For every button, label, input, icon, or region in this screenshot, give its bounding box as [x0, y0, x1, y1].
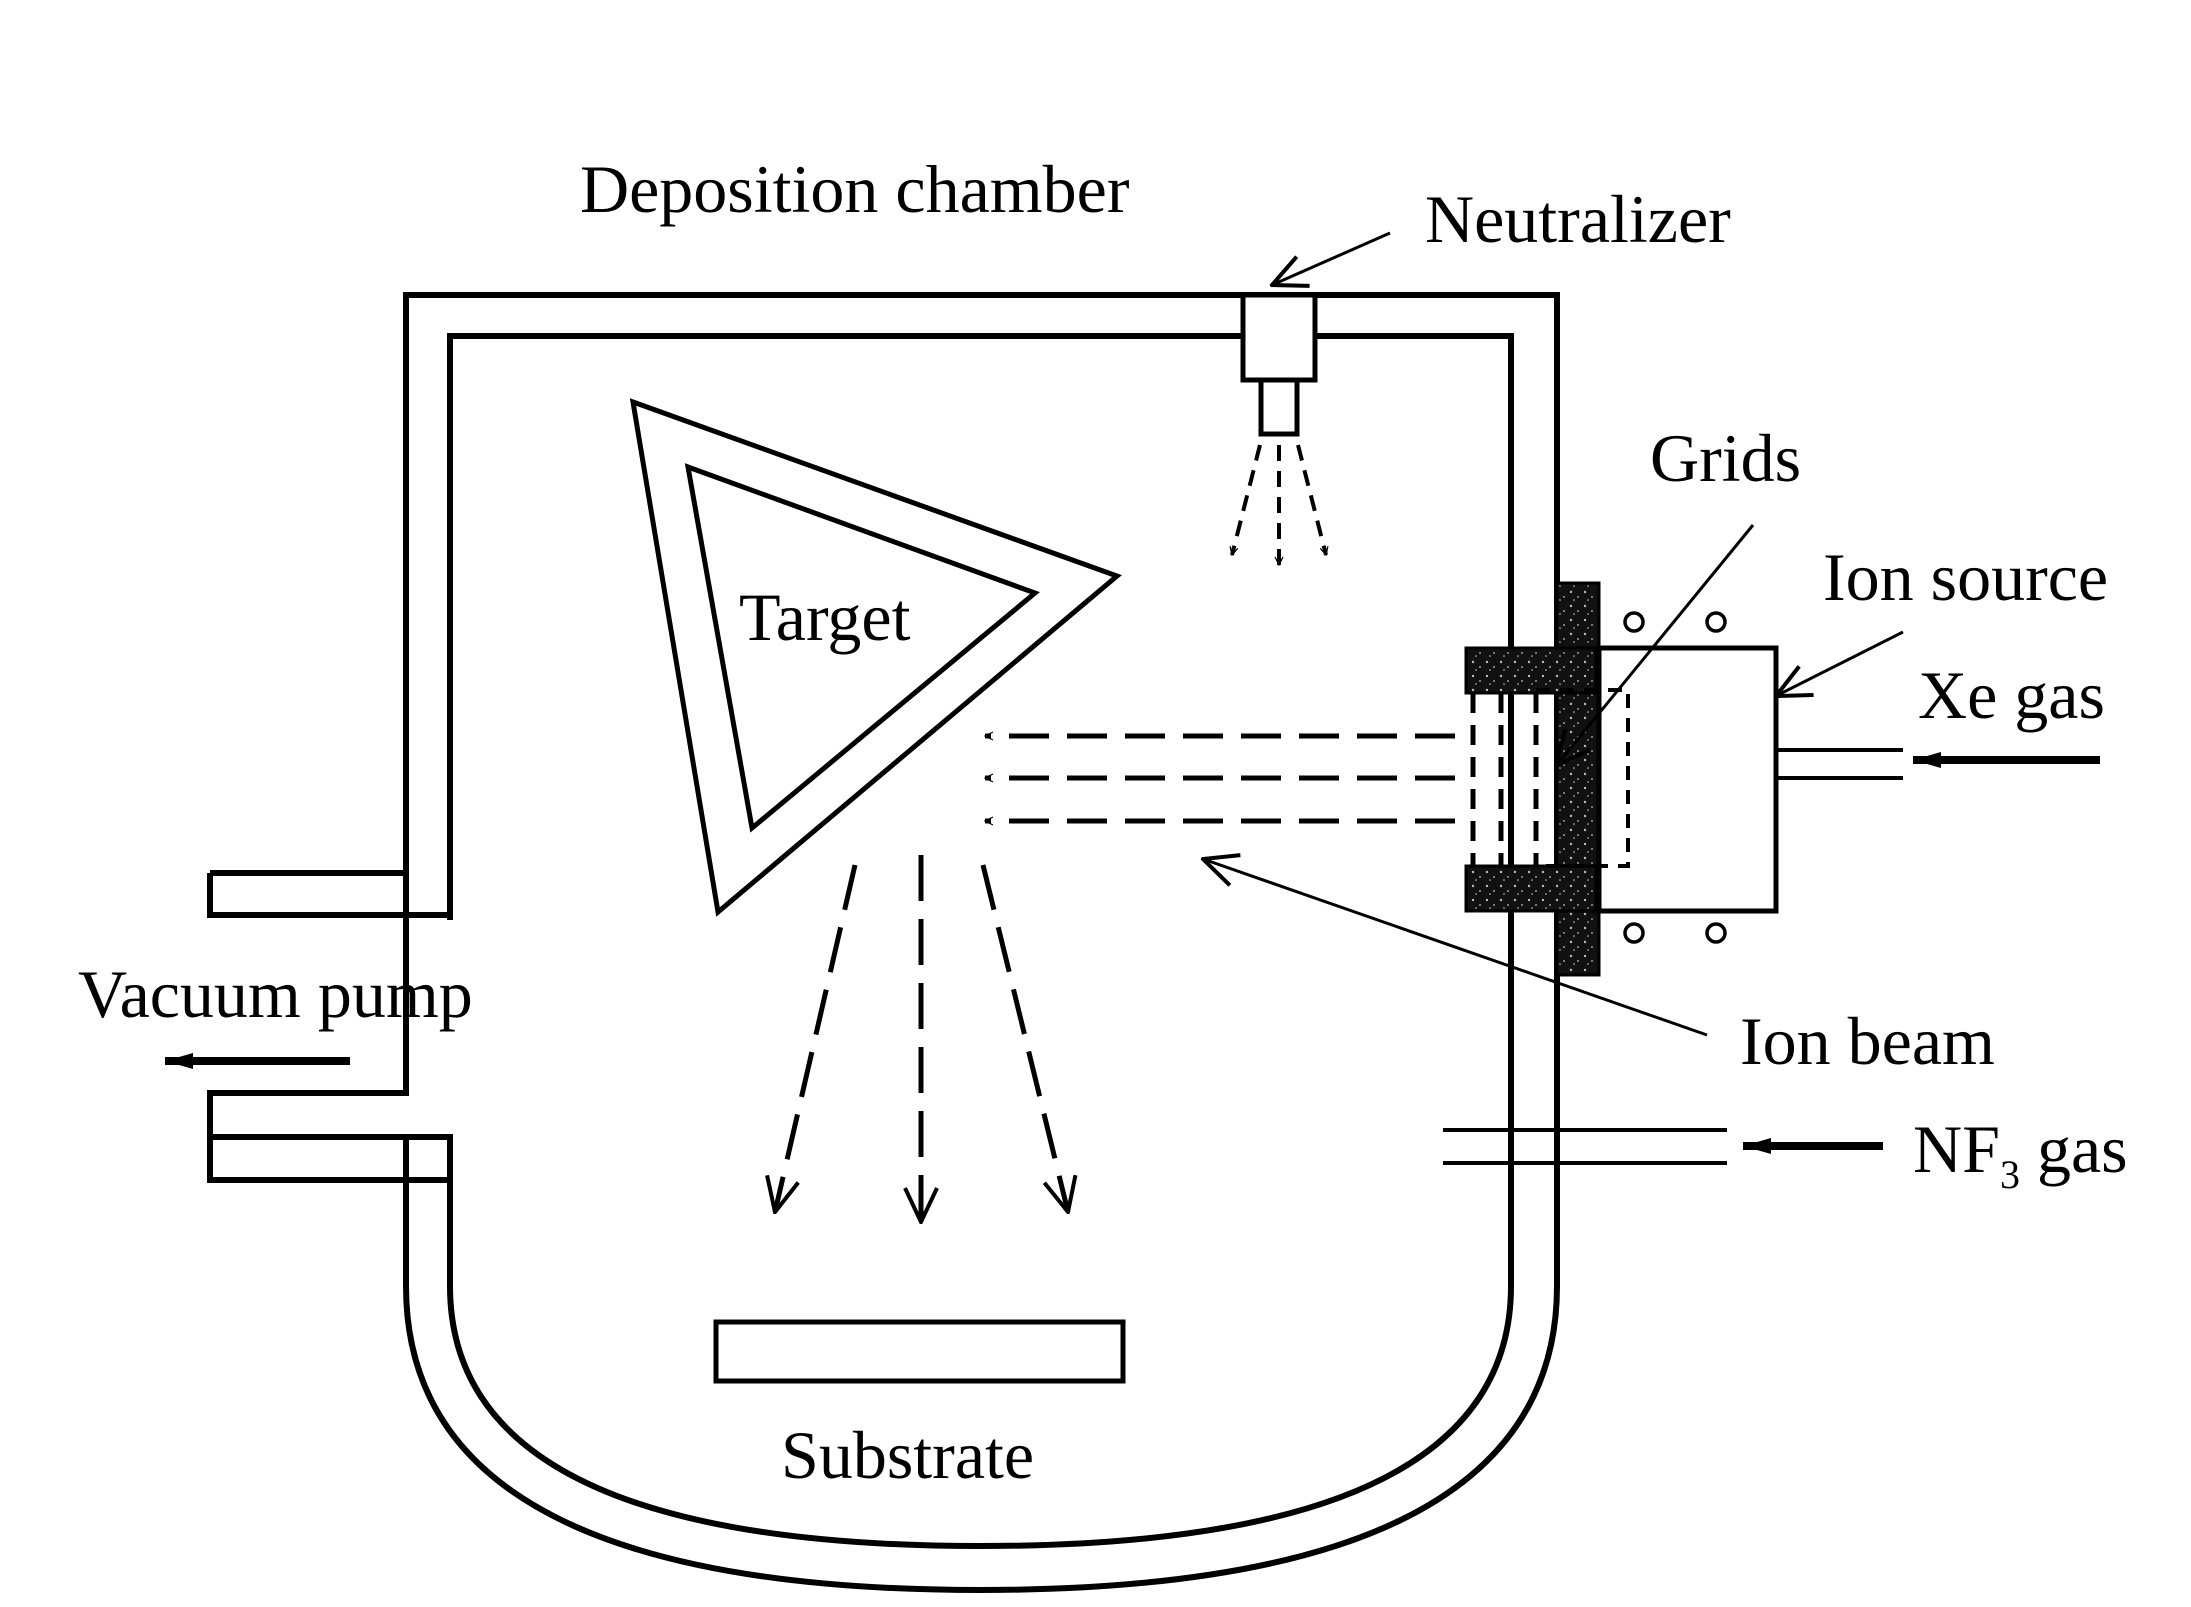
nf3-subscript: 3: [2000, 1152, 2020, 1197]
xe-gas-label: Xe gas: [1918, 657, 2105, 733]
ion-source-label: Ion source: [1823, 539, 2108, 615]
ion-beam-lines: [985, 736, 1455, 821]
chamber-walls: [207, 292, 1560, 1594]
ion-beam-label: Ion beam: [1740, 1003, 1995, 1079]
nf3-prefix: NF: [1913, 1111, 2000, 1187]
nf3-suffix: gas: [2020, 1111, 2128, 1187]
neutralizer-device: [1232, 292, 1326, 565]
deposition-chamber-label: Deposition chamber: [580, 151, 1130, 227]
ion-source: [1464, 581, 1903, 977]
vacuum-pump-label: Vacuum pump: [78, 956, 473, 1032]
sputter-lines: [775, 855, 1068, 1222]
neutralizer-leader: [1272, 231, 1391, 285]
leader-lines: [165, 231, 2100, 1154]
substrate: [713, 1319, 1126, 1384]
nf3-gas-label: NF3 gas: [1913, 1111, 2128, 1197]
target-label: Target: [739, 579, 911, 655]
substrate-label: Substrate: [781, 1417, 1034, 1493]
nf3-pipe: [1443, 1128, 1727, 1165]
grids-label: Grids: [1650, 420, 1801, 496]
ion-source-leader: [1776, 630, 1904, 696]
grids-leader: [1556, 524, 1755, 766]
ion-beam-leader: [1203, 859, 1708, 1037]
target: [629, 398, 1122, 917]
neutralizer-label: Neutralizer: [1425, 181, 1731, 257]
